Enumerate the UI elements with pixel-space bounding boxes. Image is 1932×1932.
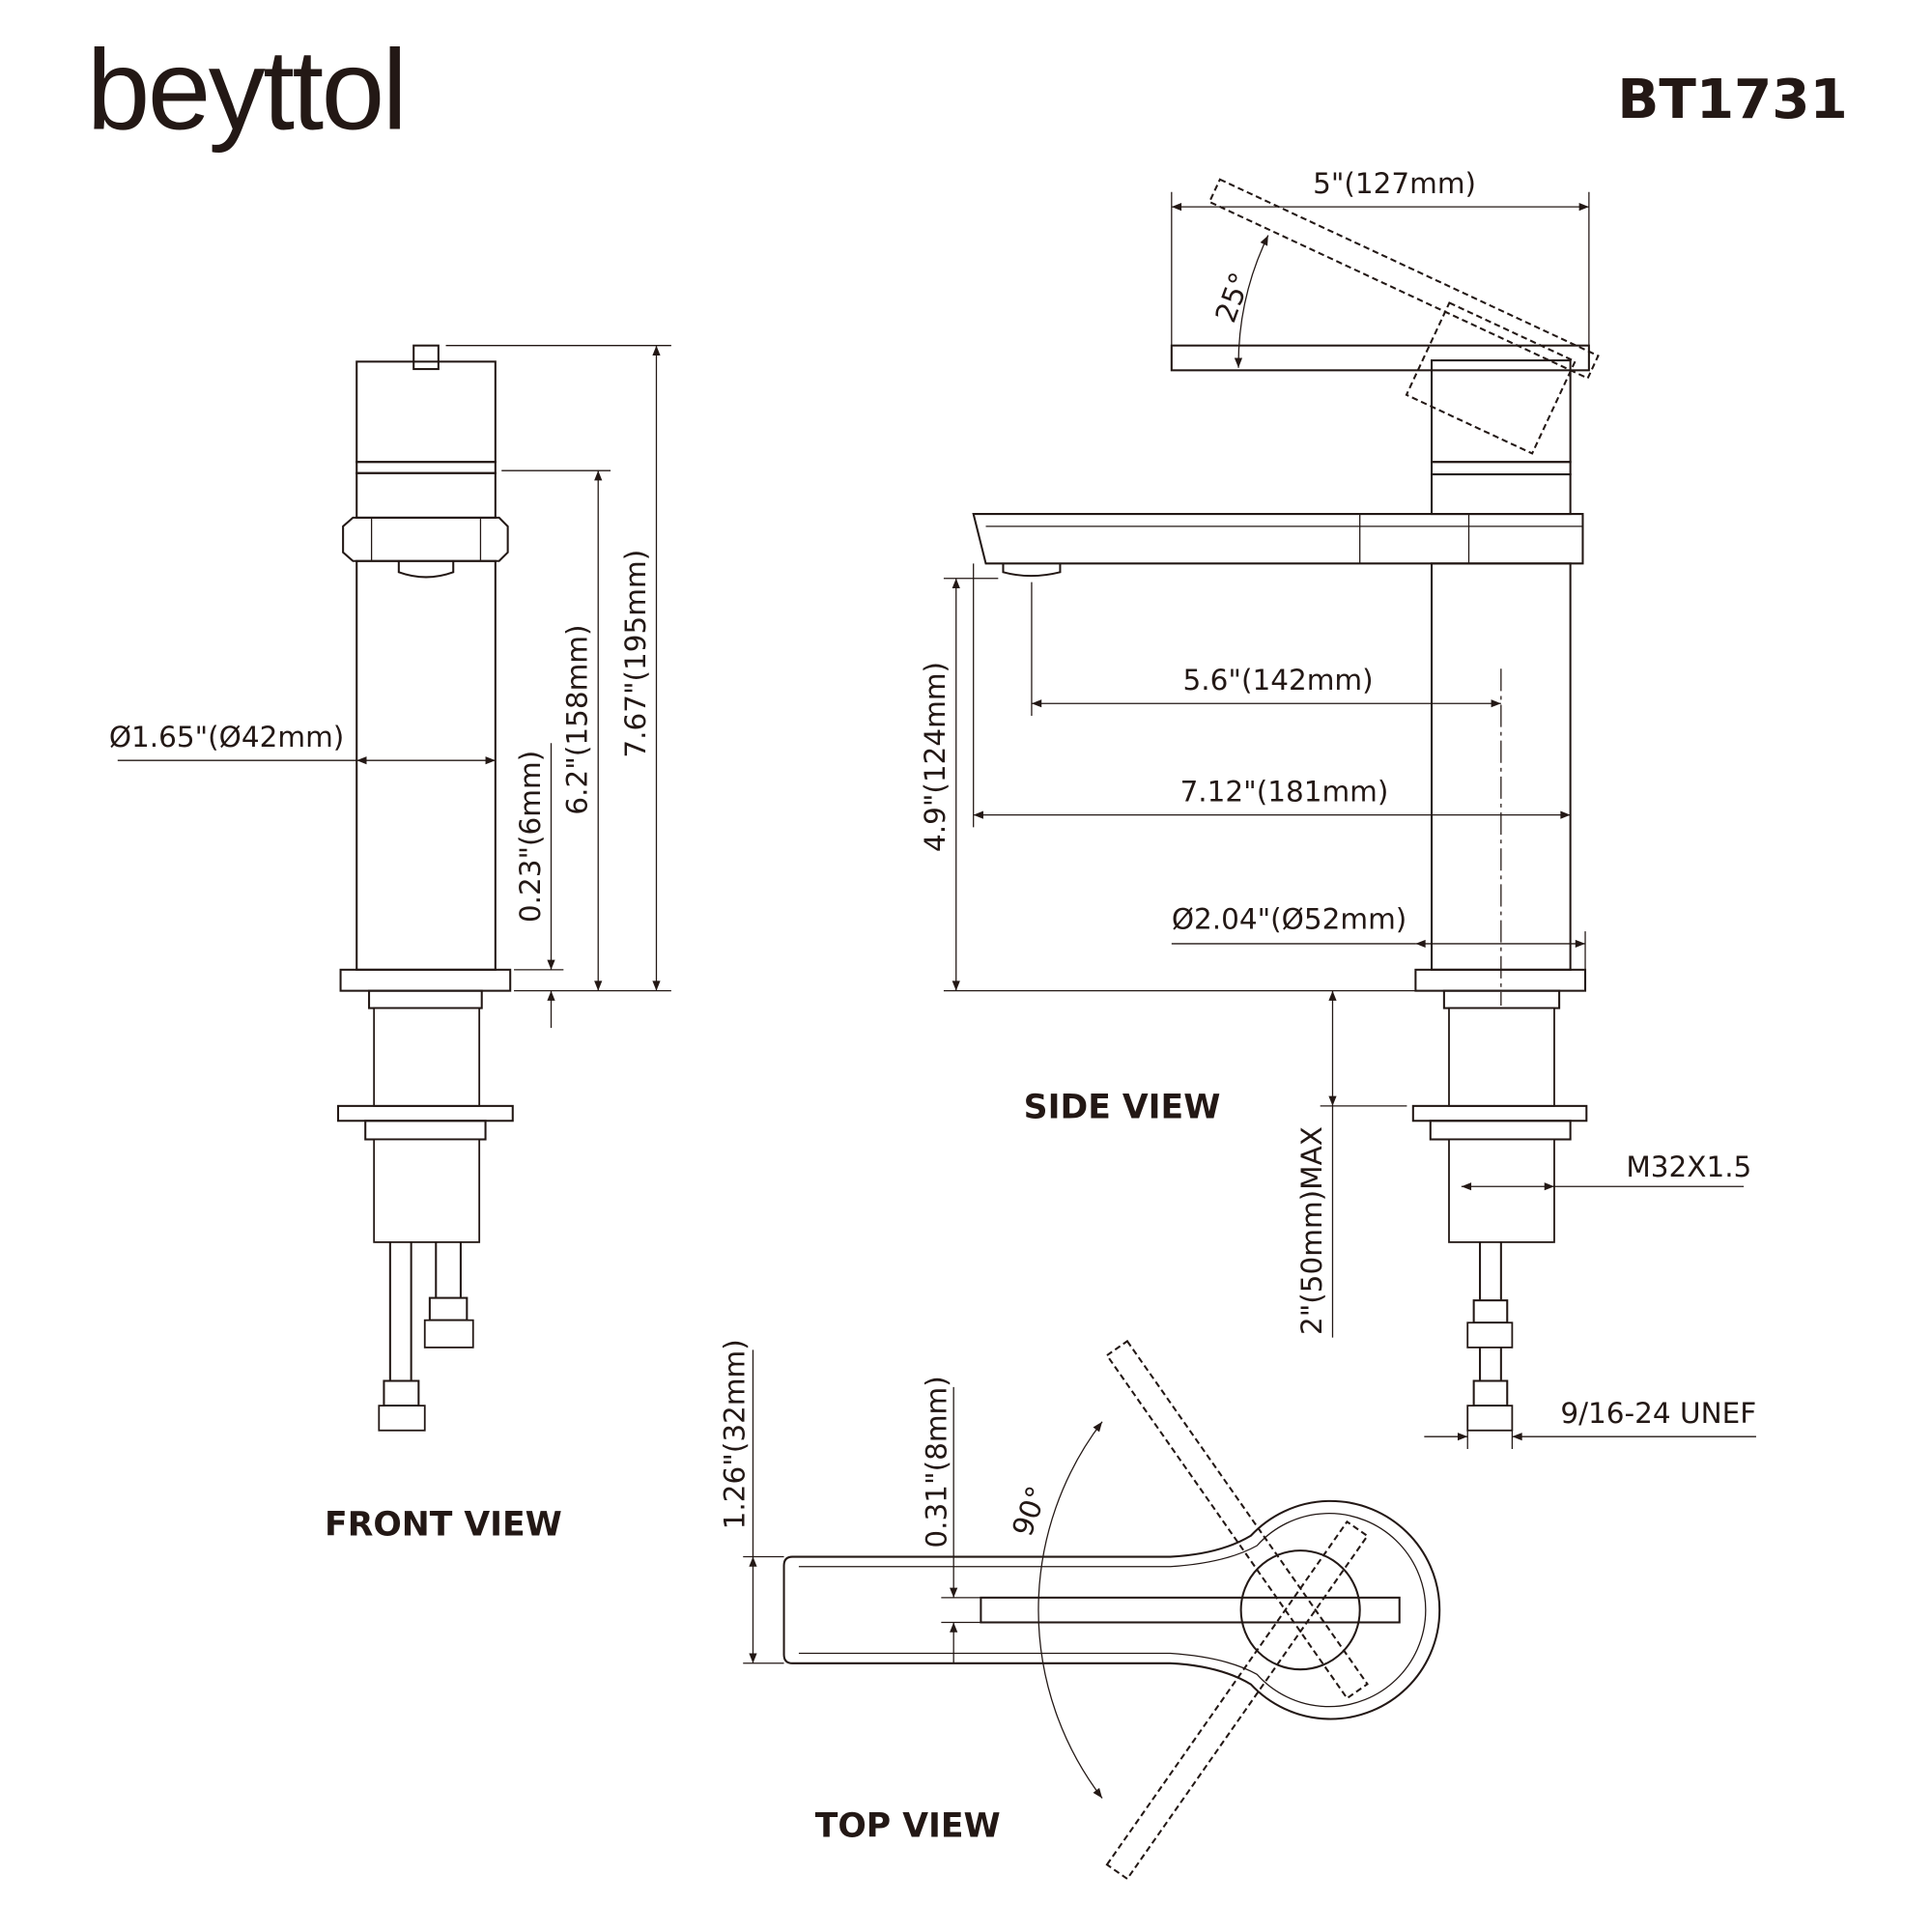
- dim-side-base-diameter: Ø2.04"(Ø52mm): [1172, 903, 1406, 936]
- dim-side-spout-clearance: 4.9"(124mm): [919, 662, 952, 852]
- dim-front-base: 0.23"(6mm): [514, 751, 547, 923]
- dim-side-hose-thread: 9/16-24 UNEF: [1560, 1397, 1756, 1430]
- dim-front-total-height: 7.67"(195mm): [619, 550, 652, 758]
- brand-logo: beyttol: [87, 25, 406, 153]
- dim-top-rotation: 90°: [1006, 1482, 1054, 1541]
- dim-side-handle-angle: 25°: [1209, 269, 1258, 327]
- side-view-label: SIDE VIEW: [1024, 1089, 1221, 1127]
- dim-side-total-length: 7.12"(181mm): [1180, 775, 1389, 808]
- top-view: 90° 1.26"(32mm) 0.31"(8mm) TOP VIEW: [719, 1339, 1441, 1881]
- dim-top-width: 1.26"(32mm): [719, 1339, 752, 1529]
- dim-side-deck-thickness: 2"(50mm)MAX: [1295, 1126, 1328, 1335]
- model-number: BT1731: [1617, 69, 1847, 131]
- dim-front-diameter: Ø1.65"(Ø42mm): [109, 721, 344, 753]
- dim-top-lever-width: 0.31"(8mm): [920, 1376, 952, 1548]
- front-view: Ø1.65"(Ø42mm) 0.23"(6mm) 6.2"(158mm) 7.6…: [109, 344, 671, 1545]
- dim-front-spout-height: 6.2"(158mm): [561, 625, 594, 815]
- front-view-label: FRONT VIEW: [325, 1506, 562, 1545]
- dim-side-spout-reach: 5.6"(142mm): [1183, 664, 1374, 696]
- dim-side-thread: M32X1.5: [1626, 1151, 1751, 1183]
- side-view: 5"(127mm) 25° 4.9"(124mm) 5.6"(142mm) 7.…: [919, 167, 1756, 1450]
- dim-side-handle-length: 5"(127mm): [1313, 167, 1476, 200]
- top-view-label: TOP VIEW: [815, 1806, 1001, 1845]
